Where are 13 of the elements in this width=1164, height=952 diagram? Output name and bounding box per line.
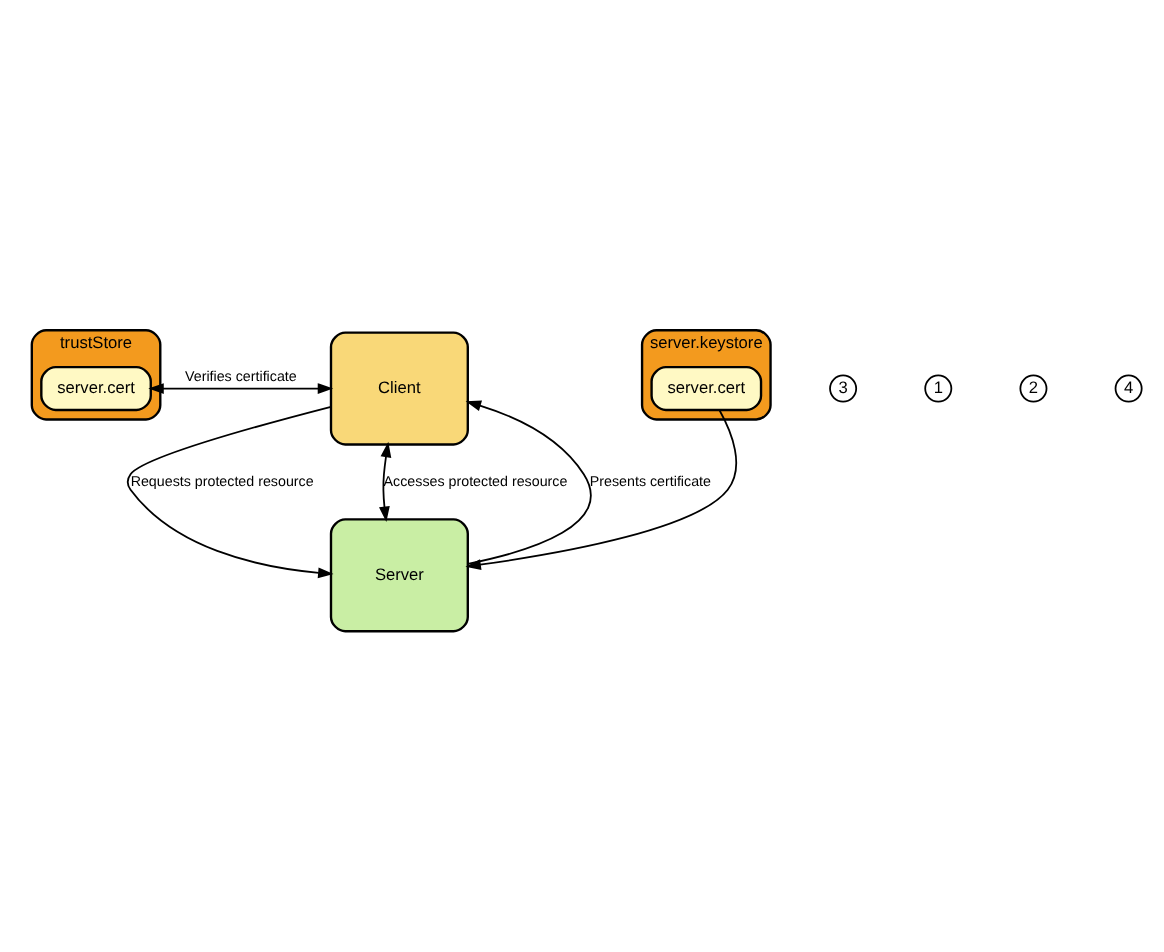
node-box: server.cert — [650, 365, 763, 412]
label: 2 — [1028, 376, 1039, 397]
node-box: server.cert — [40, 365, 152, 412]
label: 3 — [838, 376, 848, 397]
label: 1 — [933, 376, 943, 397]
node-box: Server — [329, 518, 469, 633]
arrow — [465, 409, 738, 570]
label: 4 — [1123, 376, 1134, 397]
arrow — [148, 383, 334, 394]
node-box: Client — [329, 331, 469, 446]
arrow — [465, 400, 592, 565]
arrow — [126, 405, 334, 579]
arrow — [379, 441, 392, 522]
